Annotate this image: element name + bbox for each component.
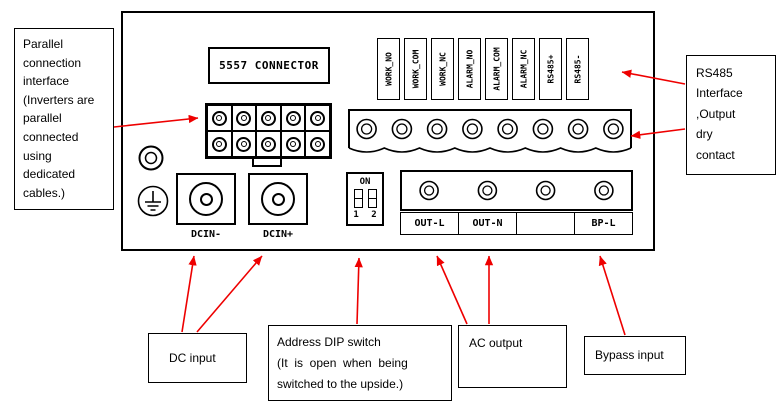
terminal-screws (419, 180, 614, 201)
arrow-to-dcin-minus (181, 255, 197, 333)
callout-bypass-input: Bypass input (584, 336, 686, 375)
connector-pin (280, 131, 306, 157)
connector-pin (231, 131, 257, 157)
address-dip-switch[interactable]: ON 1 2 (346, 172, 384, 226)
callout-ac-output: AC output (458, 325, 567, 388)
connector-pin (280, 105, 306, 131)
blank-label (517, 212, 575, 235)
terminal-label-text: RS485- (573, 54, 582, 84)
terminal-label-work-no: WORK_NO (377, 38, 400, 100)
out-l-label: OUT-L (400, 212, 459, 235)
terminal-block-4pos (400, 170, 633, 211)
pin-ring (260, 110, 276, 126)
connector-pin (256, 131, 281, 157)
pin-dot (265, 115, 272, 121)
terminal-label-rs485-minus: RS485- (566, 38, 589, 100)
pin-ring (236, 110, 252, 126)
terminal-label-text: ALARM_COM (492, 47, 501, 91)
dcin-minus-label: DCIN- (190, 229, 222, 240)
connector-5557-label-box: 5557 CONNECTOR (208, 47, 330, 84)
arrow-to-bp-l (598, 255, 626, 336)
dcin-plus-label: DCIN+ (262, 229, 294, 240)
dcin-plus-connector (248, 173, 308, 225)
pin-dot (240, 141, 247, 147)
arrow-to-dip-switch (354, 257, 363, 325)
pin-dot (265, 141, 272, 147)
terminal-label-text: ALARM_NC (519, 49, 528, 89)
pin-dot (314, 115, 321, 121)
mounting-hole (138, 145, 164, 171)
earth-terminal (137, 185, 169, 217)
dip-switch-1[interactable] (353, 189, 363, 208)
dip-on-label: ON (359, 177, 371, 187)
pin-ring (260, 136, 276, 152)
pin-ring (310, 136, 326, 152)
callout-address-dip-switch: Address DIP switch (It is open when bein… (268, 325, 452, 401)
pin-ring (310, 110, 326, 126)
arrow-to-dcin-plus (196, 255, 263, 333)
connector-pin (207, 131, 232, 157)
terminal-label-work-nc: WORK_NC (431, 38, 454, 100)
terminal-label-alarm-no: ALARM_NO (458, 38, 481, 100)
pin-dot (240, 115, 247, 121)
dcin-minus-connector (176, 173, 236, 225)
inverter-rear-panel: 5557 CONNECTOR WORK_NO WORK_COM WORK_NC … (121, 11, 655, 251)
connector-keying-tab (252, 159, 282, 167)
parallel-connector (205, 103, 332, 159)
dip-switches[interactable] (353, 189, 377, 208)
pin-dot (290, 141, 297, 147)
dip-position-numbers: 1 2 (353, 210, 377, 220)
connector-pin (207, 105, 232, 131)
pin-ring (211, 136, 227, 152)
callout-parallel-interface: Parallel connection interface (Inverters… (14, 28, 114, 210)
dip-switch-2[interactable] (367, 189, 377, 208)
pin-dot (216, 141, 223, 147)
pin-ring (211, 110, 227, 126)
dc-connector-pin (271, 192, 285, 206)
scalloped-edge (348, 147, 632, 153)
terminal-label-text: WORK_COM (411, 49, 420, 89)
bp-l-label: BP-L (575, 212, 633, 235)
terminal-label-text: RS485+ (546, 54, 555, 84)
pin-ring (285, 110, 301, 126)
out-n-label: OUT-N (459, 212, 517, 235)
terminal-label-alarm-nc: ALARM_NC (512, 38, 535, 100)
terminal-screws (356, 118, 624, 140)
arrow-to-out-l (436, 255, 468, 325)
connector-pin (256, 105, 281, 131)
terminal-label-text: WORK_NO (384, 52, 393, 86)
dc-connector-ring (189, 182, 223, 216)
earth-glyph (145, 191, 161, 211)
dc-connector-pin (199, 192, 213, 206)
dc-connector-ring (261, 182, 295, 216)
terminal-label-rs485-plus: RS485+ (539, 38, 562, 100)
terminal-label-text: ALARM_NO (465, 49, 474, 89)
terminal-label-text: WORK_NC (438, 52, 447, 86)
callout-rs485-interface: RS485 Interface ,Output dry contact (686, 55, 776, 175)
output-terminal-labels: OUT-L OUT-N BP-L (400, 212, 633, 235)
connector-pin (305, 105, 330, 131)
connector-pin (305, 131, 330, 157)
pin-ring (236, 136, 252, 152)
connector-5557-label: 5557 CONNECTOR (219, 59, 319, 72)
pin-dot (314, 141, 321, 147)
callout-dc-input: DC input (148, 333, 247, 383)
terminal-label-work-com: WORK_COM (404, 38, 427, 100)
pin-dot (216, 115, 223, 121)
terminal-label-alarm-com: ALARM_COM (485, 38, 508, 100)
ground-symbol (137, 145, 169, 217)
pin-ring (285, 136, 301, 152)
terminal-block-8pos (348, 109, 632, 153)
pin-dot (290, 115, 297, 121)
connector-pin (231, 105, 257, 131)
